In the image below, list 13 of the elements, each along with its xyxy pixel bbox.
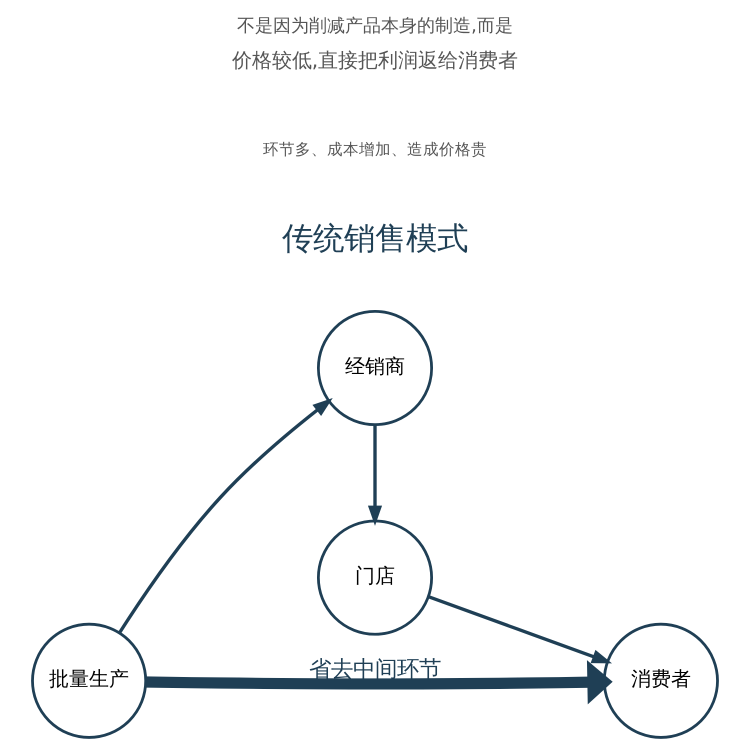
node-circle: 消费者 — [602, 622, 719, 739]
diagram-title: 不是因为削减产品本身的制造,而是 — [237, 15, 513, 36]
arrow — [368, 424, 382, 526]
node-circle: 门店 — [316, 520, 434, 636]
arrow — [118, 398, 333, 634]
node-circle: 批量生产 — [31, 622, 148, 739]
arrow — [428, 595, 612, 664]
edge-label: 省去中间环节 — [309, 656, 441, 682]
label: 价格较低,直接把利润返给消费者 — [232, 48, 518, 72]
arrow — [146, 660, 613, 704]
label: 传统销售模式 — [282, 221, 468, 258]
node-circle: 经销商 — [316, 310, 434, 426]
label: 环节多、成本增加、造成价格贵 — [263, 140, 487, 159]
